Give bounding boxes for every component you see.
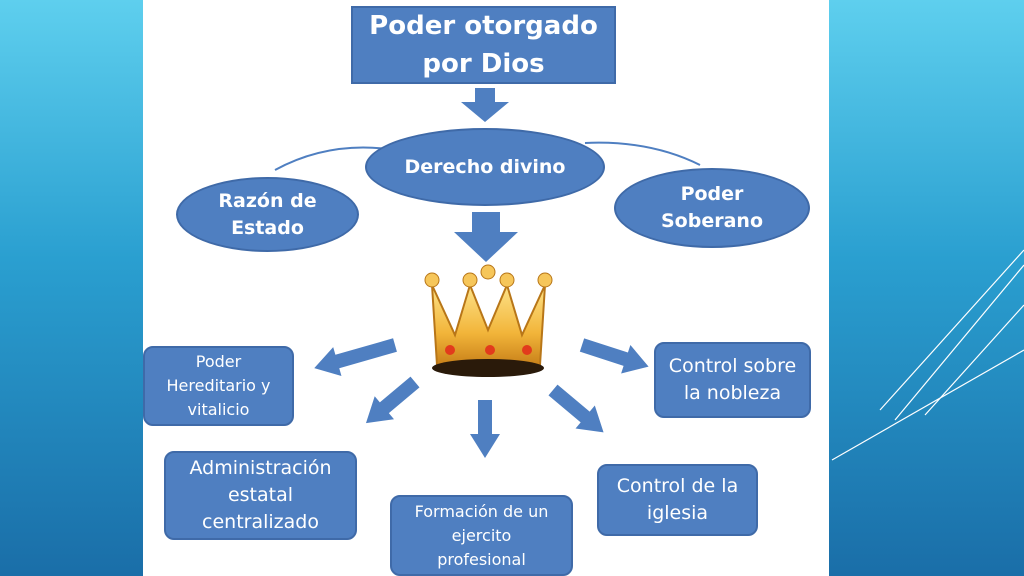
decorative-lines bbox=[831, 249, 1024, 461]
connector-right bbox=[584, 141, 701, 166]
arrow-to-administracion bbox=[365, 376, 420, 424]
title-box: Poder otorgado por Dios bbox=[351, 6, 616, 84]
arrow-to-nobleza bbox=[579, 338, 649, 374]
crown-icon bbox=[424, 264, 553, 377]
arrow-down-middle bbox=[454, 212, 518, 262]
left-ellipse: Razón de Estado bbox=[176, 177, 359, 252]
arrow-to-iglesia bbox=[548, 384, 604, 433]
center-ellipse: Derecho divino bbox=[365, 128, 605, 206]
outcome-ejercito: Formación de un ejercito profesional bbox=[390, 495, 573, 576]
outcome-nobleza: Control sobre la nobleza bbox=[654, 342, 811, 418]
arrow-down-top bbox=[461, 88, 509, 122]
outcome-iglesia: Control de la iglesia bbox=[597, 464, 758, 536]
outcome-administracion: Administración estatal centralizado bbox=[164, 451, 357, 540]
arrow-to-ejercito bbox=[470, 400, 500, 458]
arrow-to-hereditario bbox=[314, 338, 397, 376]
outcome-hereditario: Poder Hereditario y vitalicio bbox=[143, 346, 294, 426]
right-ellipse: Poder Soberano bbox=[614, 168, 810, 248]
